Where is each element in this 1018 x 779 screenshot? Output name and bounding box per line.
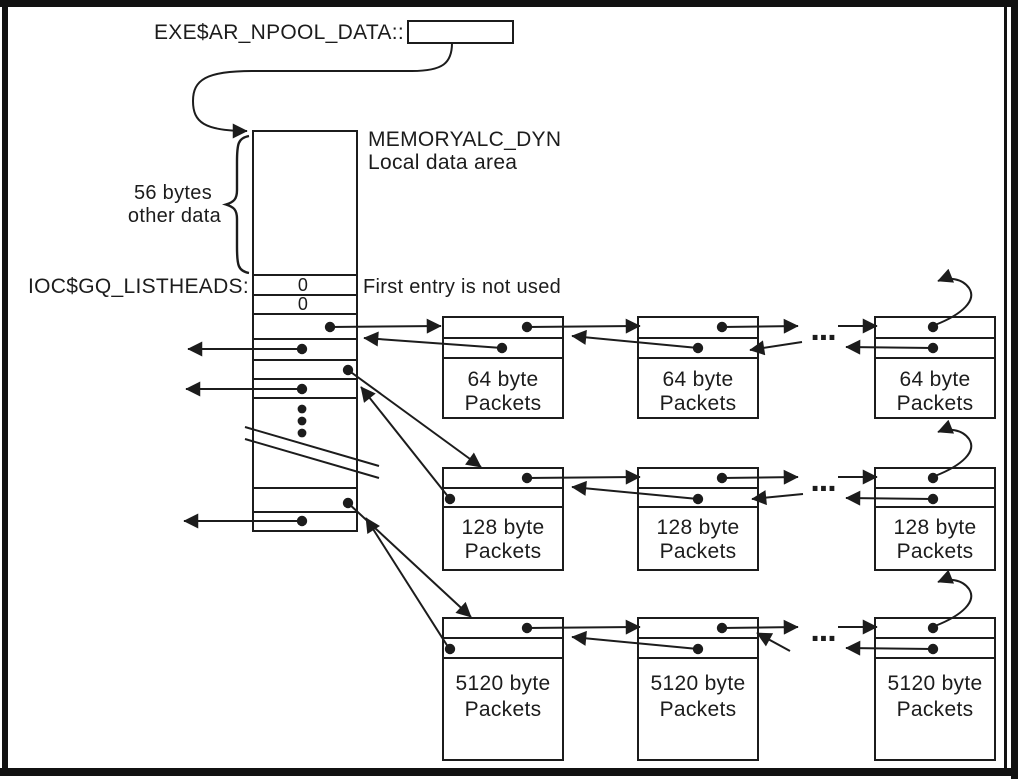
first-entry-note: First entry is not used — [363, 276, 561, 298]
blink-dot — [444, 643, 456, 655]
wrap-around-arrow — [934, 419, 973, 477]
wrap-around-arrow — [934, 569, 973, 627]
pointer-box — [407, 20, 514, 44]
local-data-column: 0 0 — [244, 130, 380, 532]
pointer-label: EXE$AR_NPOOL_DATA:: — [154, 21, 404, 44]
brace-label-line1: 56 bytes — [134, 182, 212, 204]
ellipsis: ... — [810, 611, 835, 649]
pointer-cell: EXE$AR_NPOOL_DATA:: — [154, 20, 514, 139]
packet-row-128: ... 128 byte Packets 128 byte Packets 12… — [442, 419, 996, 571]
packet-label: 64 byte — [900, 368, 971, 391]
packet-label: 64 byte — [468, 368, 539, 391]
wrap-around-arrow — [934, 268, 973, 326]
packet-box — [442, 316, 564, 419]
packet-label: 128 byte — [894, 516, 977, 539]
packet-label: Packets — [465, 698, 542, 721]
packet-label: 128 byte — [657, 516, 740, 539]
other-data-brace: 56 bytes other data — [128, 134, 250, 275]
packet-label: Packets — [660, 392, 737, 415]
packet-label: Packets — [660, 540, 737, 563]
listhead-links — [329, 318, 503, 651]
vertical-ellipsis — [297, 404, 307, 438]
blink-dot — [496, 342, 508, 354]
ellipsis: ... — [810, 310, 835, 348]
blink-dot — [444, 493, 456, 505]
packet-box — [874, 617, 996, 761]
brace — [221, 134, 250, 275]
packet-label: 64 byte — [663, 368, 734, 391]
zero-entry-2: 0 — [298, 294, 308, 314]
packet-label: Packets — [897, 392, 974, 415]
brace-label-line2: other data — [128, 205, 222, 227]
packet-label: Packets — [897, 698, 974, 721]
packet-row-5120: ... 5120 byte Packets 5120 byte Packets … — [442, 569, 996, 761]
left-pointing-arrows — [183, 341, 302, 529]
ellipsis: ... — [810, 461, 835, 499]
packet-label: Packets — [465, 392, 542, 415]
memory-block-subtitle: Local data area — [368, 151, 517, 174]
packet-box — [637, 467, 759, 571]
packet-box — [874, 467, 996, 571]
packet-label: Packets — [660, 698, 737, 721]
packet-box — [442, 617, 564, 761]
packet-label: 5120 byte — [456, 672, 551, 695]
packet-label: Packets — [897, 540, 974, 563]
column-break-lines — [244, 426, 380, 479]
packet-box — [637, 316, 759, 419]
packet-label: Packets — [465, 540, 542, 563]
listheads-label: IOC$GQ_LISTHEADS: — [28, 275, 249, 298]
packet-row-64: ... 64 byte Packets 64 byte Packets 64 b… — [442, 268, 996, 419]
zero-entry-1: 0 — [298, 275, 308, 295]
packet-label: 128 byte — [462, 516, 545, 539]
packet-box — [442, 467, 564, 571]
packet-box — [637, 617, 759, 761]
column-outline — [252, 130, 358, 532]
packet-label: 5120 byte — [651, 672, 746, 695]
packet-box — [874, 316, 996, 419]
pointer-curve-arrow — [191, 42, 453, 139]
packet-label: 5120 byte — [888, 672, 983, 695]
memory-block-title: MEMORYALC_DYN — [368, 128, 561, 151]
